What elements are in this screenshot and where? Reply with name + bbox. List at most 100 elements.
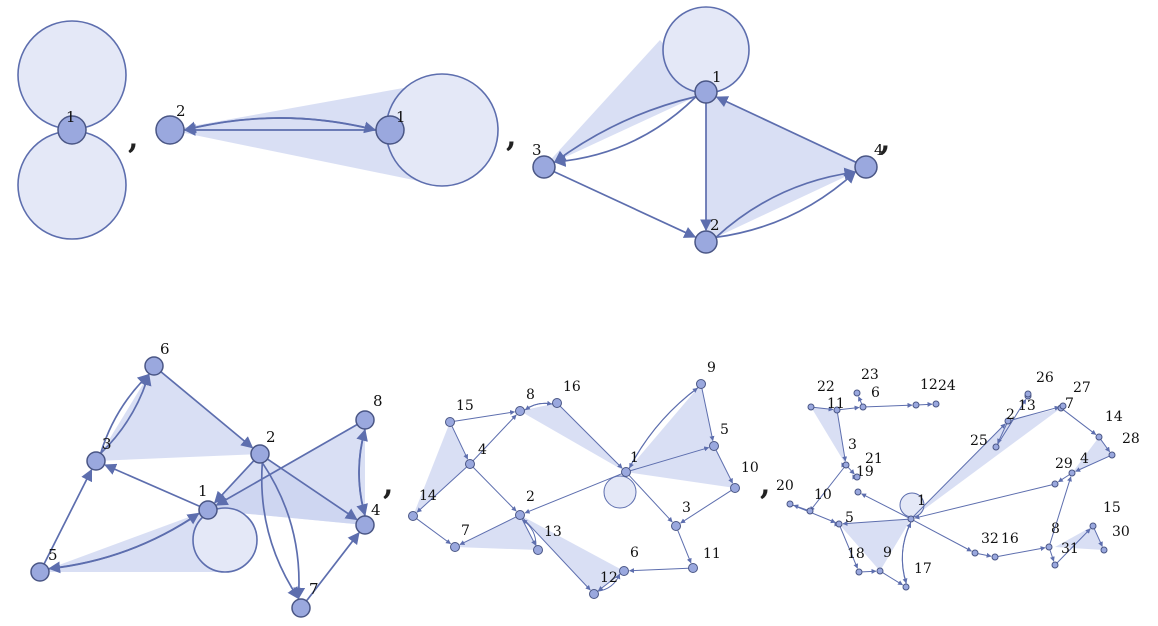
edge-arrow <box>838 523 859 569</box>
node-label: 8 <box>526 387 535 403</box>
face-region <box>1055 526 1104 550</box>
graph-node <box>854 155 878 179</box>
edge-arrow <box>630 446 710 472</box>
node-label: 8 <box>1051 521 1060 537</box>
node-label: 1 <box>66 108 76 126</box>
node-label: 8 <box>373 392 383 410</box>
node-label: 7 <box>1065 396 1074 412</box>
graph-node <box>619 566 629 576</box>
graph-node <box>1024 390 1032 398</box>
graph-node <box>552 398 562 408</box>
face-region <box>911 408 1061 519</box>
graph-node <box>621 467 631 477</box>
edge-arrow <box>416 518 451 545</box>
node-label: 12 <box>600 570 618 586</box>
graph-node <box>1051 480 1059 488</box>
edge-arrow <box>715 96 857 164</box>
edge-arrow <box>901 521 912 584</box>
graph-node <box>842 461 850 469</box>
graph-node <box>807 403 815 411</box>
node-label: 14 <box>419 488 437 504</box>
node-label: 10 <box>741 460 759 476</box>
graph-node <box>1108 451 1116 459</box>
node-label: 11 <box>827 396 845 412</box>
node-label: 16 <box>563 379 581 395</box>
edge-arrow <box>524 473 623 514</box>
edge-arrow <box>556 402 623 469</box>
node-label: 13 <box>544 524 562 540</box>
graph-node <box>971 549 979 557</box>
graph-node <box>465 459 475 469</box>
face-region <box>839 519 911 571</box>
edge-arrow <box>861 568 877 574</box>
graph-node <box>355 410 375 430</box>
node-label: 30 <box>1112 524 1130 540</box>
edge-arrow <box>472 466 517 512</box>
edge-arrow <box>1049 549 1055 562</box>
graph-node <box>694 80 718 104</box>
edge-arrow <box>813 406 834 412</box>
edge-arrow <box>305 531 360 602</box>
edge-arrow <box>553 96 697 167</box>
edge-arrow <box>266 458 358 521</box>
edge-arrow <box>882 572 904 586</box>
face-region <box>626 384 714 472</box>
graph-node <box>992 443 1000 451</box>
node-label: 7 <box>309 580 319 598</box>
node-label: 18 <box>847 546 865 562</box>
node-label: 5 <box>48 546 58 564</box>
graph-node <box>450 542 460 552</box>
graph-node <box>694 230 718 254</box>
edge-arrow <box>1075 455 1110 472</box>
graph-node <box>696 379 706 389</box>
node-label: 21 <box>865 451 883 467</box>
edge-arrow <box>451 425 469 460</box>
edge-arrow <box>836 412 848 462</box>
node-label: 14 <box>1105 409 1123 425</box>
node-label: 3 <box>848 437 857 453</box>
edge-arrow <box>839 405 860 411</box>
graph-node <box>1004 417 1012 425</box>
edge-arrow <box>865 402 913 408</box>
separator-comma: , <box>383 467 393 502</box>
graph-node <box>902 583 910 591</box>
node-label: 1 <box>630 450 639 466</box>
node-label: 23 <box>861 367 879 383</box>
edge-arrow <box>1063 409 1097 435</box>
edge-arrow <box>680 490 732 524</box>
graph-node <box>198 500 218 520</box>
graph-node <box>375 115 405 145</box>
edge-arrow <box>183 117 377 134</box>
face-region <box>170 80 448 185</box>
graph-node <box>144 356 164 376</box>
edge-arrow <box>912 423 1006 518</box>
node-label: 5 <box>845 510 854 526</box>
node-label: 9 <box>707 360 716 376</box>
edge-arrow <box>459 516 517 546</box>
graph-node <box>515 406 525 416</box>
separator-comma: , <box>128 121 138 156</box>
edge-arrow <box>522 517 591 591</box>
edge-arrow <box>792 504 836 524</box>
self-loop <box>662 6 750 94</box>
edge-arrow <box>1049 476 1072 545</box>
node-label: 3 <box>532 141 542 159</box>
edge-arrow <box>809 464 847 512</box>
face-region <box>811 407 846 465</box>
node-label: 28 <box>1122 431 1140 447</box>
self-loop <box>603 475 637 509</box>
graph-node <box>445 417 455 427</box>
face-region <box>1072 437 1112 473</box>
edge-arrow <box>472 414 517 462</box>
graph-node <box>291 598 311 618</box>
graph-node <box>408 511 418 521</box>
node-label: 13 <box>1018 398 1036 414</box>
node-label: 4 <box>874 141 884 159</box>
edge-arrow <box>48 512 200 570</box>
graph-node <box>786 500 794 508</box>
graph-node <box>855 568 863 576</box>
edge-arrow <box>1010 405 1060 421</box>
face-region <box>520 403 626 472</box>
graph-node <box>1089 522 1097 530</box>
graph-node <box>355 515 375 535</box>
